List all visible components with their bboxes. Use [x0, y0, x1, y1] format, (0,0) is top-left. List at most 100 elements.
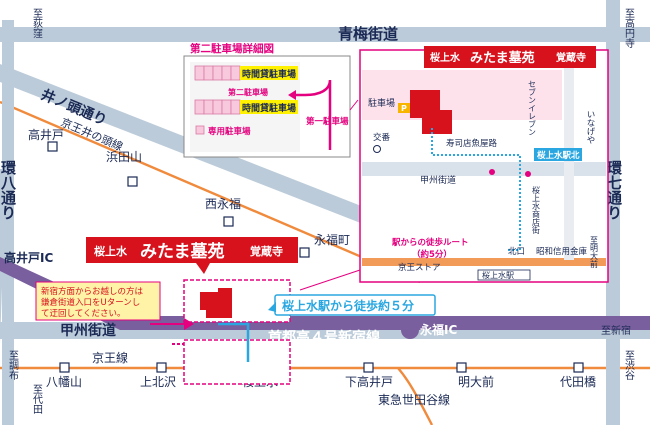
site-title-bg — [86, 237, 298, 263]
koban-icon — [373, 145, 381, 153]
site-area — [150, 279, 291, 385]
to-meidaimae-detail: 至明大前 — [590, 236, 599, 269]
to-daita-label: 至代田 — [31, 384, 43, 414]
detail-keio-line — [362, 258, 606, 266]
kami-kitazawa-station-marker — [156, 362, 167, 373]
parking-slots-mid — [194, 99, 241, 115]
station-north-sign — [534, 148, 582, 161]
detail-seven-label: セブンイレブン — [528, 80, 537, 136]
station-sign-label: 桜上水駅 — [482, 270, 514, 280]
detail-site-district — [362, 70, 562, 120]
uturn-note-line2: 鎌倉街道入口をUターンし — [41, 297, 140, 308]
meidaimae-label: 明大前 — [458, 374, 494, 389]
detail-parking-p: P — [401, 104, 407, 113]
hourly-lot-2-label: 時間貸駐車場 — [242, 102, 296, 114]
to-chofu-label: 至調布 — [7, 350, 19, 381]
eifuku-ic-marker — [401, 321, 419, 339]
uturn-note-line1: 新宿方面からお越しの方は — [41, 286, 144, 297]
koshu-kaido-label: 甲州街道 — [60, 322, 116, 339]
site-building-icon — [200, 288, 232, 318]
hamadayama-station-marker — [127, 176, 138, 187]
first-lot-label: 第一駐車場 — [306, 116, 349, 127]
nishi-eifuku-label: 西永福 — [205, 196, 241, 211]
route-pin-2 — [525, 171, 531, 177]
kan8-label: 環八通り — [0, 160, 17, 220]
walk-note: 桜上水駅から徒歩約５分 — [268, 294, 436, 316]
hourly-lot-2 — [240, 100, 298, 114]
inset-leader — [349, 99, 359, 111]
detail-koban-label: 交番 — [373, 132, 391, 143]
kami-kitazawa-label: 上北沢 — [140, 375, 176, 389]
meidaimae-station-marker — [456, 362, 467, 373]
walk-route-time: （約5分） — [412, 249, 452, 260]
denentoshi-line-label: 東急世田谷線 — [378, 392, 450, 407]
detail-title-name: みたま墓苑 — [470, 50, 535, 66]
detail-koshu-label: 甲州街道 — [420, 174, 456, 186]
detail-site-building — [410, 90, 452, 134]
denentoshi-line — [397, 367, 434, 426]
shutoko-highway — [0, 257, 650, 330]
private-lot-legend — [195, 125, 205, 135]
to-ogikubo-label: 至荻窪 — [31, 8, 43, 38]
takaido-station-marker — [47, 141, 58, 152]
walk-note-pointer — [268, 302, 276, 312]
detail-inageya-label: いなげや — [585, 110, 595, 144]
shutoko-label: 首都高４号新宿線 — [268, 329, 380, 346]
eifukucho-label: 永福町 — [314, 232, 350, 247]
shimo-takaido-station-marker — [363, 362, 374, 373]
detail-parking-marker — [398, 103, 410, 113]
walk-route-label: 駅からの徒歩ルート — [392, 237, 469, 248]
detail-sushi-label: 寿司店魚屋路 — [446, 138, 498, 149]
site-suffix: 覚蔵寺 — [249, 244, 283, 258]
site-title-banner: 桜上水 みたま墓苑 覚蔵寺 — [86, 237, 298, 274]
uturn-note-box — [35, 281, 161, 321]
site-title-pointer — [196, 263, 210, 274]
inokashira-road — [0, 64, 458, 258]
takaido-label: 高井戸 — [28, 127, 64, 142]
ome-kaido-label: 青梅街道 — [338, 25, 398, 43]
shutoko-road — [0, 257, 650, 330]
hourly-lot-1 — [240, 66, 298, 80]
walk-route-line — [218, 322, 250, 362]
detail-walk-route — [431, 128, 521, 251]
site-block-lower — [183, 339, 291, 385]
to-shinjuku-label: 至新宿 — [601, 324, 631, 337]
site-prefix: 桜上水 — [94, 244, 128, 258]
uturn-arrowhead — [184, 318, 194, 330]
eifukucho-station-marker — [299, 247, 310, 258]
bank-label: 昭和信用金庫 — [536, 246, 588, 257]
hachimanyama-label: 八幡山 — [46, 374, 82, 389]
takaido-ic-label: 高井戸IC — [4, 250, 53, 265]
site-name: みたま墓苑 — [140, 241, 225, 262]
detail-leader — [299, 269, 361, 291]
shop-street-label: 桜上水商店街 — [532, 185, 541, 235]
route-pin-1 — [489, 169, 495, 175]
uturn-note: 新宿方面からお越しの方は 鎌倉街道入口をUターンし て迂回してください。 — [35, 281, 161, 321]
detail-parking-label: 駐車場 — [368, 97, 395, 109]
railways — [0, 100, 650, 426]
keio-line-label: 京王線 — [92, 350, 128, 365]
second-lot-label: 第二駐車場 — [228, 87, 268, 97]
inokashira-line — [0, 100, 421, 284]
station-north-label: 桜上水駅北 — [537, 150, 580, 161]
private-lot-label: 専用駐車場 — [208, 126, 251, 137]
parking-detail-title: 第二駐車場詳細図 — [190, 42, 274, 55]
station-sign-box — [477, 269, 531, 281]
second-lot-arrowhead — [288, 90, 296, 100]
shimo-takaido-label: 下高井戸 — [345, 374, 393, 389]
walk-note-text: 桜上水駅から徒歩約５分 — [282, 298, 414, 313]
parking-slots-upper — [194, 65, 241, 81]
parking-detail-inset: 第二駐車場詳細図 時間貸駐車場 時間貸駐車場 第二駐車場 専用駐車場 第一駐車場 — [183, 42, 359, 158]
hachimanyama-station-marker — [59, 362, 70, 373]
daitabashi-label: 代田橋 — [560, 375, 596, 389]
kan7-label: 環七通り — [605, 160, 623, 220]
uturn-note-line3: て迂回してください。 — [41, 309, 126, 319]
parking-route — [304, 79, 332, 150]
keio-store-label: 京王ストア — [398, 262, 441, 273]
ome-kaido-road — [0, 27, 650, 42]
detail-title-suffix: 覚蔵寺 — [556, 51, 586, 64]
detail-koshu-road — [362, 162, 606, 176]
kan8-road — [2, 20, 14, 425]
